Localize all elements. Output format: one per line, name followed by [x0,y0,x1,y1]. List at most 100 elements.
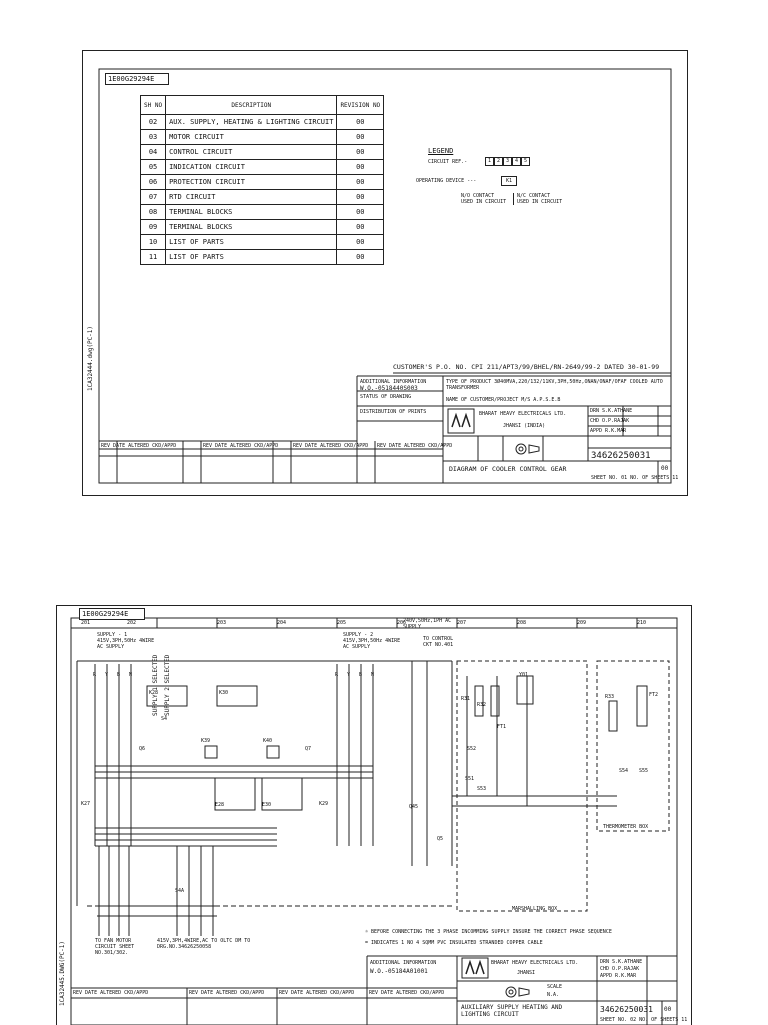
approved-by-2: APPD R.K.MAR [600,973,637,979]
component-label: S53 [477,786,487,792]
column-number: 209 [577,620,587,626]
component-label: S51 [465,776,475,782]
index-cell-desc: AUX. SUPPLY, HEATING & LIGHTING CIRCUIT [165,114,338,130]
drawn-by-2: DRN S.K.ATHANE [600,959,643,965]
company-name: BHARAT HEAVY ELECTRICALS LTD. [479,411,567,417]
phase-label: Y [105,672,109,678]
drawing-number: 34626250031 [591,451,651,461]
column-number: 202 [127,620,137,626]
index-cell-rev: 00 [336,174,385,190]
scale-value: N.A. [547,992,560,998]
component-label: R33 [605,694,615,700]
index-cell-desc: PROTECTION CIRCUIT [165,174,338,190]
index-cell-no: 11 [139,249,167,265]
rev-table-header-2-1: REV DATE ALTERED CKD/APPD [73,990,149,996]
index-cell-desc: LIST OF PARTS [165,234,338,250]
index-cell-desc: TERMINAL BLOCKS [165,204,338,220]
circuit-ref-digit: 2 [494,157,503,166]
oltc-note: 415V,3PH,4WIRE,AC TO OLTC DM TO DRG.NO.3… [157,938,251,950]
projection-symbol-icon [515,443,540,455]
supply-1-label: SUPPLY - 1 415V,3PH,50Hz 4WIRE AC SUPPLY [97,632,155,650]
component-label: K27 [81,801,91,807]
checked-by: CHD O.P.RAJAK [590,418,630,424]
rev-table-header-2-4: REV DATE ALTERED CKD/APPD [369,990,445,996]
note-cable: = INDICATES 1 NO 4 SQMM PVC INSULATED ST… [365,940,543,946]
index-cell-rev: 00 [336,159,385,175]
component-label: K29 [319,801,329,807]
sheet-info: SHEET NO. 01 NO. OF SHEETS 11 [591,475,679,481]
thermometer-box-label: THERMOMETER BOX [603,824,649,830]
company-city-2: JHANSI [517,970,536,976]
ac-supply-label: 240V,50Hz,1PH AC SUPPLY [403,618,452,630]
wo-number: W.O.-0518440S003 [360,385,418,392]
index-cell-no: 07 [139,189,167,205]
index-cell-rev: 00 [336,189,385,205]
component-label: Y01 [519,672,529,678]
component-label: S4 [161,716,168,722]
phase-label: R [335,672,339,678]
column-number: 201 [81,620,91,626]
operating-device-label: OPERATING DEVICE --- [416,178,477,184]
index-cell-desc: MOTOR CIRCUIT [165,129,338,145]
fan-motor-note: TO FAN MOTOR CIRCUIT SHEET NO.301/302. [95,938,135,956]
component-label: S52 [467,746,477,752]
sheet-info-2: SHEET NO. 02 NO. OF SHEETS 11 [600,1017,688,1023]
company-name-2: BHARAT HEAVY ELECTRICALS LTD. [491,960,579,966]
legend-title: LEGEND [428,147,454,155]
drawing-title: DIAGRAM OF COOLER CONTROL GEAR [449,465,567,473]
component-label: K28 [149,690,159,696]
column-number: 210 [637,620,647,626]
rev-table-header-2-3: REV DATE ALTERED CKD/APPD [279,990,355,996]
component-label: S54 [619,768,629,774]
revision-number: 00 [661,465,669,472]
supply-2-label: SUPPLY - 2 415V,3PH,50Hz 4WIRE AC SUPPLY [343,632,401,650]
column-number: 205 [337,620,347,626]
side-filename-2: 1CA32445.DWG(PC-1) [59,940,66,1006]
note-phase-sequence: ☼ BEFORE CONNECTING THE 3 PHASE INCOMMIN… [365,929,612,935]
component-label: E28 [215,802,225,808]
product-type: TYPE OF PRODUCT 3Ø40MVA,220/132/11KV,3PH… [446,379,663,391]
company-city: JHANSI (INDIA) [503,423,546,429]
index-cell-no: 08 [139,204,167,220]
index-cell-rev: 00 [336,114,385,130]
phase-label: B [117,672,121,678]
column-number: 204 [277,620,287,626]
component-label: FT1 [497,724,507,730]
status-label: STATUS OF DRAWING [360,394,412,400]
distribution-label: DISTRIBUTION OF PRINTS [360,409,427,415]
approved-by: APPD R.K.MAR [590,428,627,434]
scale-label: SCALE [547,984,563,990]
component-label: K40 [263,738,273,744]
col-header-sheet-no: SH NO [139,95,167,115]
projection-symbol-icon-2 [505,986,530,998]
drawing-tag-box-2: 1E00G29294E [79,608,145,620]
circuit-ref-label: CIRCUIT REF.- [428,159,468,165]
circuit-ref-digit: 3 [503,157,512,166]
component-label: S4A [175,888,185,894]
phase-label: B [359,672,363,678]
index-cell-no: 05 [139,159,167,175]
nc-contact-note: N/C CONTACT USED IN CIRCUIT [513,193,565,205]
component-label: S55 [639,768,649,774]
rev-table-header-1: REV DATE ALTERED CKD/APPD [101,443,177,449]
rev-table-header-2: REV DATE ALTERED CKD/APPD [203,443,279,449]
supply-1-selected-label: SUPPLY 1 SELECTED [152,654,159,716]
drawing-number-2: 34626250031 [600,1005,653,1014]
side-filename: 1CA32444.dwg(PC-1) [87,325,94,391]
component-label: Q5 [437,836,444,842]
index-cell-no: 03 [139,129,167,145]
sheet2-schematic-linework [70,617,678,1025]
index-cell-no: 06 [139,174,167,190]
marshalling-box-label: MARSHALLING BOX [512,906,558,912]
phase-label: N [129,672,133,678]
additional-info-label-2: ADDITIONAL INFORMATION [370,960,437,966]
rev-table-header-2-2: REV DATE ALTERED CKD/APPD [189,990,265,996]
index-cell-desc: TERMINAL BLOCKS [165,219,338,235]
